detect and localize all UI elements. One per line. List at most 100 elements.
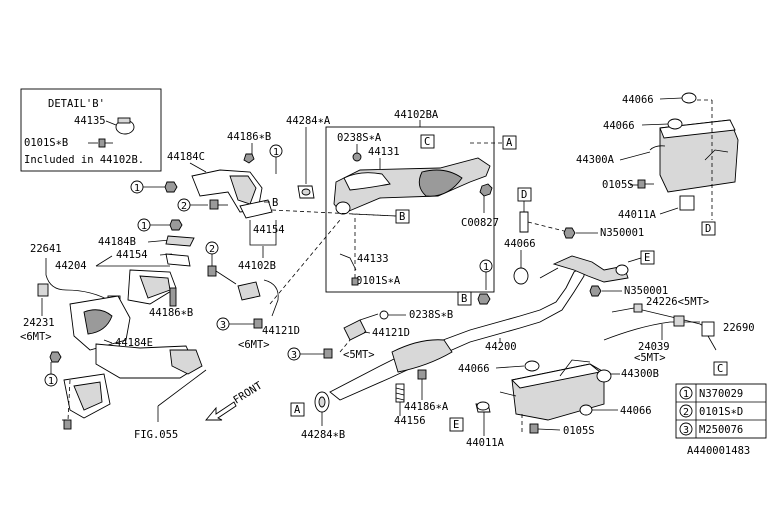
muffler-44300a — [649, 119, 739, 211]
tag-e-low: E — [449, 417, 464, 432]
label-0105s-top: 0105S — [602, 179, 634, 191]
label-44011a-top: 44011A — [618, 209, 657, 221]
exhaust-manifold — [63, 269, 203, 419]
rubber-mount-icon — [667, 92, 697, 130]
svg-text:C: C — [717, 363, 723, 375]
label-44066-low2: 44066 — [620, 405, 652, 417]
svg-text:1: 1 — [48, 376, 54, 387]
label-44200: 44200 — [485, 341, 517, 353]
stud-icon — [169, 287, 177, 307]
label-0238s-a: 0238S∗A — [337, 132, 382, 144]
gasket-44154 — [165, 253, 191, 267]
legend-num-2: 2 — [683, 407, 689, 418]
hanger-icon — [513, 264, 629, 285]
label-44154-mid: 44154 — [253, 224, 285, 236]
spring-bolt-44156 — [395, 383, 405, 403]
label-24226: 24226<5MT> — [646, 296, 709, 308]
mount-bracket-44011a — [475, 401, 491, 413]
muffler-44300b — [499, 359, 612, 421]
label-44300a: 44300A — [576, 154, 615, 166]
svg-text:1: 1 — [483, 262, 489, 273]
label-c00827: C00827 — [461, 217, 499, 229]
catalytic-converter — [333, 157, 491, 215]
tag-e-mid: E — [640, 250, 655, 265]
legend-num-1: 1 — [683, 389, 689, 400]
label-44204: 44204 — [55, 260, 87, 272]
gasket-0238s-b — [379, 310, 389, 320]
nut-icon — [563, 227, 576, 239]
label-n350001-a: N350001 — [600, 227, 644, 239]
label-front: FRONT — [231, 379, 265, 406]
svg-text:E: E — [453, 419, 459, 431]
nut-icon — [352, 152, 362, 162]
label-0238s-b: 0238S∗B — [409, 309, 453, 321]
label-44186-b-left: 44186∗B — [149, 307, 193, 319]
tag-c-low: C — [713, 361, 728, 376]
label-24039: 24039 — [638, 341, 670, 353]
label-44184e: 44184E — [115, 337, 153, 349]
detail-b-part-0101s-b: 0101S∗B — [24, 137, 68, 149]
heat-shield-44184b — [165, 235, 195, 247]
nut-icon — [477, 293, 491, 305]
tag-circle-3: 3 — [216, 317, 230, 331]
label-44186-a: 44186∗A — [404, 401, 449, 413]
svg-text:2: 2 — [181, 201, 187, 212]
tag-circle-1: 1 — [269, 144, 283, 158]
svg-text:A: A — [506, 137, 513, 149]
tag-b-mid: B — [457, 291, 472, 306]
tag-circle-1: 1 — [137, 218, 151, 232]
label-22690: 22690 — [723, 322, 755, 334]
nut-icon — [49, 351, 62, 363]
bolt-icon — [529, 423, 539, 434]
label-44184c: 44184C — [167, 151, 205, 163]
legend-part-1: N370029 — [699, 388, 743, 400]
clamp-icon — [115, 117, 135, 135]
label-44011a-low: 44011A — [466, 437, 505, 449]
gasket-44284b — [314, 391, 330, 413]
label-44133: 44133 — [357, 253, 389, 265]
label-44186-b-top: 44186∗B — [227, 131, 271, 143]
diagram-id: A440001483 — [687, 445, 750, 457]
label-44184b: 44184B — [98, 236, 136, 248]
bolt-icon — [323, 348, 333, 359]
label-44121d-5mt: 44121D — [372, 327, 410, 339]
label-24039-5mt: <5MT> — [634, 352, 666, 364]
bolt-icon — [253, 318, 263, 329]
sensor-bracket — [339, 253, 357, 271]
tag-a-low: A — [290, 402, 305, 417]
tag-b-inner: B — [395, 209, 410, 224]
label-44102ba: 44102BA — [394, 109, 439, 121]
svg-text:E: E — [644, 252, 650, 264]
bracket-44121d-6mt — [237, 279, 279, 317]
tag-d-mid: D — [517, 187, 532, 202]
nut-icon — [169, 219, 183, 231]
label-5mt: <5MT> — [343, 349, 375, 361]
label-44066-top1: 44066 — [622, 94, 654, 106]
svg-text:A: A — [294, 404, 301, 416]
tag-circle-2: 2 — [177, 198, 191, 212]
svg-text:1: 1 — [141, 221, 147, 232]
detail-b-title: DETAIL'B' — [48, 98, 105, 110]
front-exhaust-pipe — [191, 169, 273, 219]
bolt-icon — [207, 265, 237, 285]
bolt-icon — [417, 369, 427, 392]
svg-text:C: C — [424, 136, 430, 148]
svg-text:1: 1 — [273, 147, 279, 158]
svg-text:D: D — [521, 189, 527, 201]
bolt-icon — [209, 199, 228, 210]
label-6mt: <6MT> — [238, 339, 270, 351]
label-44066-low: 44066 — [458, 363, 490, 375]
detail-b-part-44135: 44135 — [74, 115, 106, 127]
legend-part-2: 0101S∗D — [699, 406, 743, 418]
gasket-44284a — [297, 185, 315, 199]
svg-text:2: 2 — [209, 244, 215, 255]
tag-circle-1: 1 — [44, 373, 58, 387]
nut-icon — [479, 183, 493, 197]
label-22641: 22641 — [30, 243, 62, 255]
detail-b-note: Included in 44102B. — [24, 154, 144, 166]
tag-circle-2: 2 — [205, 241, 219, 255]
svg-text:B: B — [399, 211, 405, 223]
tag-a-inner: A — [502, 135, 517, 150]
o2-sensor-22690 — [603, 303, 717, 351]
